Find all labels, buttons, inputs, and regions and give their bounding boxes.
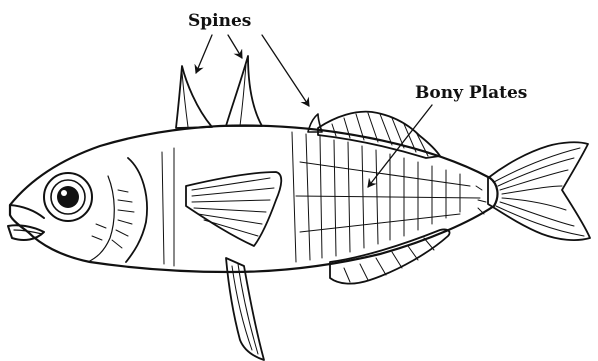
gill-cover xyxy=(126,158,147,262)
fish-body xyxy=(10,126,497,273)
spines-label: Spines xyxy=(188,11,251,31)
spines-arrows xyxy=(196,35,309,106)
bony-plates-label: Bony Plates xyxy=(415,83,527,103)
tail-fin xyxy=(488,142,590,240)
eye-highlight xyxy=(61,190,67,196)
pelvic-fin xyxy=(226,258,264,360)
upper-jaw xyxy=(10,205,44,218)
spine-arrow-1 xyxy=(196,35,212,73)
preopercle xyxy=(88,176,114,262)
tail-fin-rays xyxy=(494,148,584,236)
spine-arrow-3 xyxy=(262,35,309,106)
bony-plates-texture xyxy=(162,132,480,266)
eye-pupil xyxy=(57,186,79,208)
cheek-texture xyxy=(92,190,134,248)
pectoral-fin-rays xyxy=(192,178,274,236)
pelvic-fin-rays xyxy=(232,264,258,354)
peduncle-markings xyxy=(476,186,486,214)
spine-arrow-2 xyxy=(228,35,242,58)
dorsal-spine-1 xyxy=(176,66,212,128)
